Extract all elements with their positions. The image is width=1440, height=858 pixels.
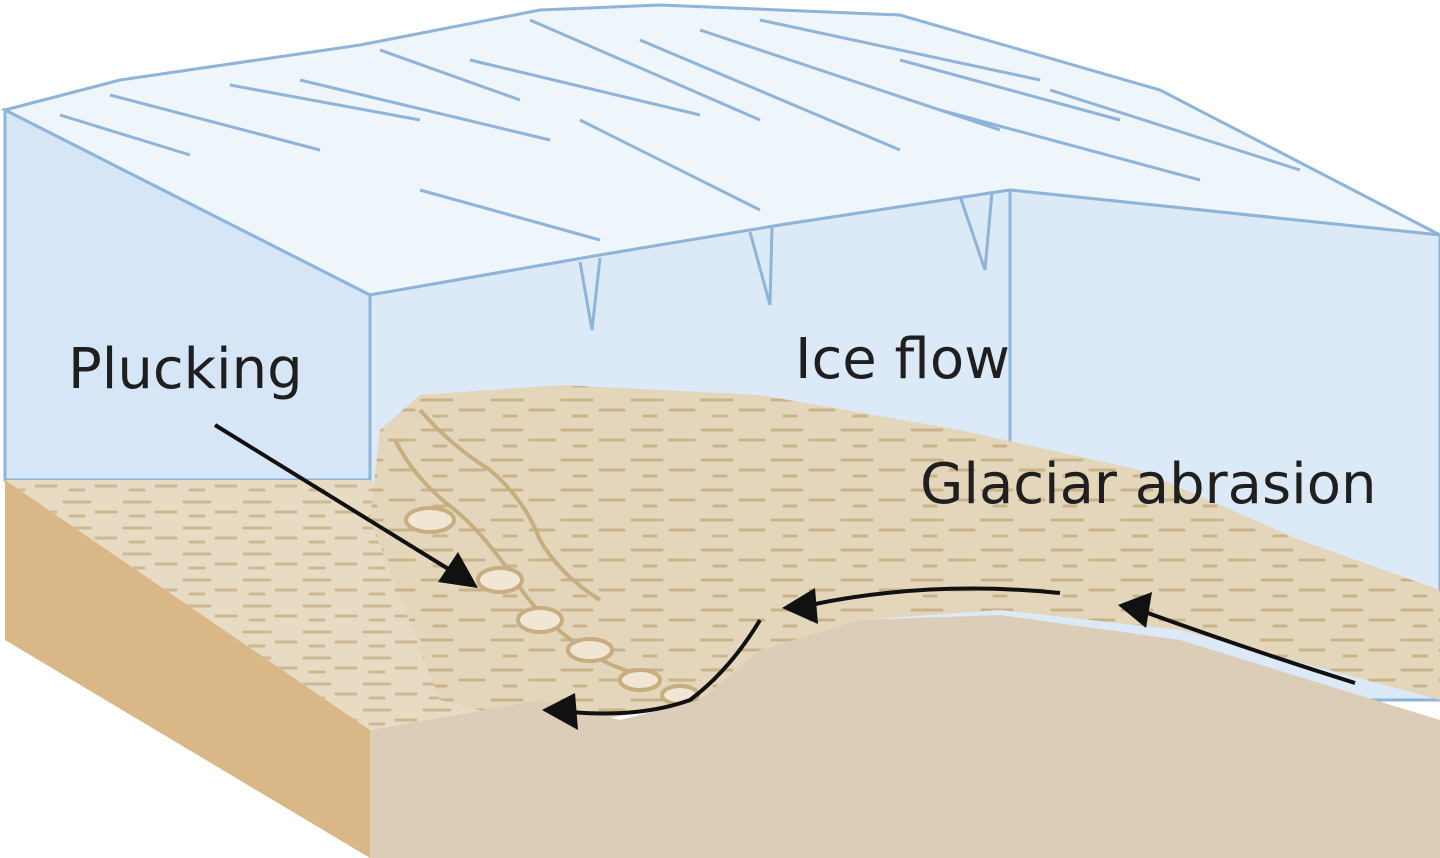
bedrock-front	[370, 615, 1440, 858]
bedrock	[5, 385, 1440, 858]
glacial-abrasion-label: Glaciar abrasion	[920, 452, 1376, 517]
bedrock-left-side	[5, 480, 370, 858]
plucking-arrow	[213, 423, 452, 572]
abrasion-arrow-left	[569, 618, 762, 716]
roche-moutonnee	[370, 385, 1440, 720]
abrasion-arrow-right	[1144, 610, 1356, 685]
flow-arrows	[213, 423, 1356, 730]
plucking-label: Plucking	[68, 337, 303, 402]
plucked-face	[393, 408, 700, 706]
ice-flow-label: Ice flow	[795, 327, 1010, 392]
abrasion-arrow-middle	[809, 586, 1061, 607]
crevasses	[59, 18, 1301, 331]
